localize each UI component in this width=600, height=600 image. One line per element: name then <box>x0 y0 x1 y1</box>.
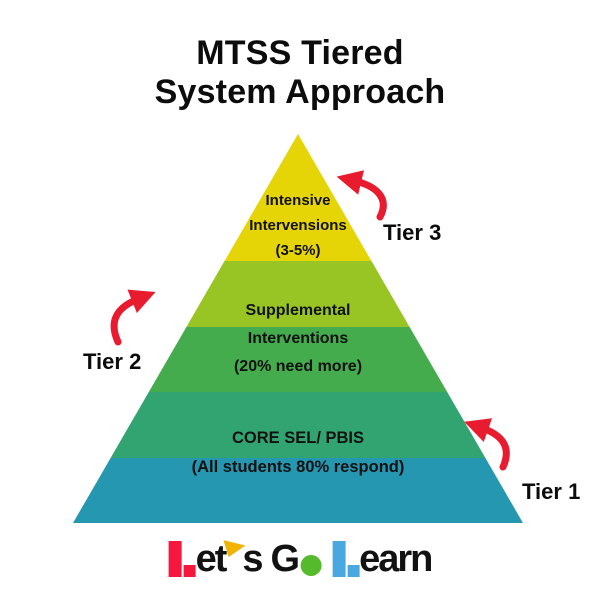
lets-go-learn-logo: et s G earn <box>168 538 433 580</box>
pyramid-band-tier2-yellowgreen <box>186 261 410 328</box>
page-title: MTSS Tiered System Approach <box>0 34 600 112</box>
tier1-arrow-icon <box>464 418 510 471</box>
tier2-text-block: Supplemental Interventions (20% need mor… <box>234 297 362 381</box>
tier1-text-block: CORE SEL/ PBIS (All students 80% respond… <box>192 424 405 482</box>
logo-red-l-bar <box>168 541 182 577</box>
tier2-label: Tier 2 <box>83 349 142 374</box>
logo-text-s: s <box>242 538 263 580</box>
logo-blue-l-dot <box>347 565 360 577</box>
pyramid-band-tier1-blue <box>73 458 523 523</box>
tier3-line-1: Intensive <box>265 192 331 209</box>
pyramid-band-tier2-green <box>148 327 448 393</box>
logo-text-g: G <box>270 538 301 580</box>
logo-blue-l-icon <box>332 541 360 577</box>
tier3-line-2: Intervensions <box>249 217 347 234</box>
logo-text-earn: earn <box>359 538 433 580</box>
tier2-line-3: (20% need more) <box>233 358 363 375</box>
logo-blue-l-bar <box>332 541 346 577</box>
title-line-1: MTSS Tiered <box>196 34 404 72</box>
tier1-line-1: CORE SEL/ PBIS <box>231 429 365 447</box>
tier1-label: Tier 1 <box>522 479 581 504</box>
tier2-arrow-icon <box>110 289 156 346</box>
pyramid-band-tier1-teal <box>110 392 486 459</box>
tier1-line-2: (All students 80% respond) <box>191 458 405 476</box>
tier3-line-3: (3-5%) <box>275 242 321 259</box>
pyramid-band-tier3-yellow <box>224 134 372 262</box>
logo-red-l-icon <box>168 541 196 577</box>
tier3-label: Tier 3 <box>383 220 442 245</box>
title-line-2: System Approach <box>154 73 446 111</box>
tier3-arrow-icon <box>336 170 387 221</box>
logo-text-et: et <box>195 538 228 580</box>
tier2-line-2: Interventions <box>247 330 349 347</box>
tier3-text-block: Intensive Intervensions (3-5%) <box>249 188 347 263</box>
tier2-line-1: Supplemental <box>245 302 351 319</box>
logo-red-l-dot <box>183 565 196 577</box>
logo-green-o-icon <box>300 555 322 576</box>
